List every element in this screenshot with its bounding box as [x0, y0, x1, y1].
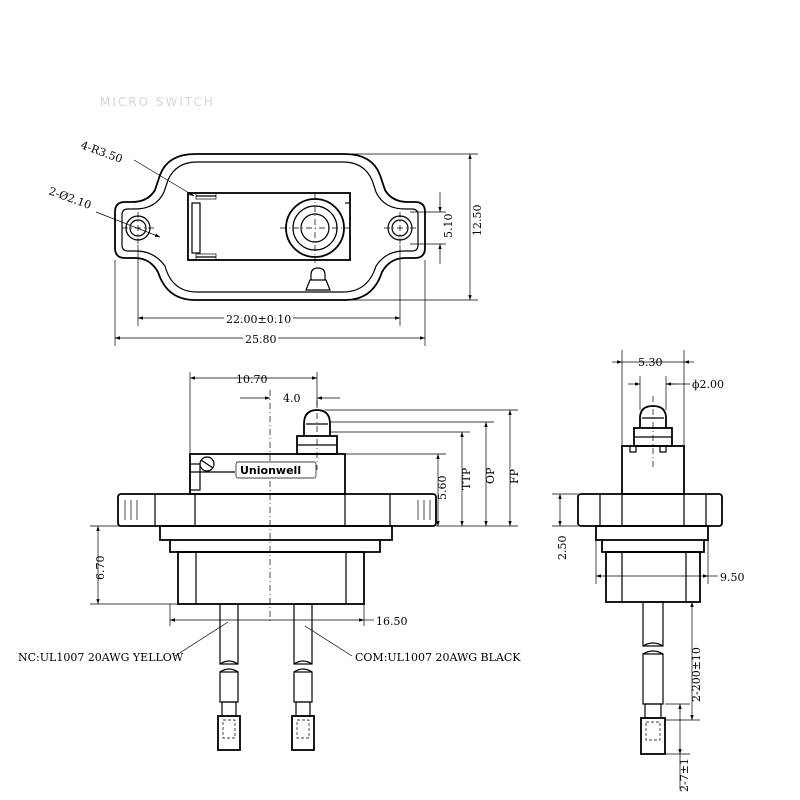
mounting-hole-right: [384, 212, 416, 244]
wire-nc: [217, 603, 241, 751]
faint-title: MICRO SWITCH: [100, 95, 215, 109]
strip-length-label: 2-7±1: [678, 758, 691, 792]
terminal-slot: [191, 202, 201, 254]
nc-wire-label: NC:UL1007 20AWG YELLOW: [18, 651, 184, 664]
op-label: OP: [484, 467, 497, 484]
corner-radius-label: 4-R3.50: [79, 139, 124, 166]
mount-spacing-dimension: 22.00±0.10: [226, 313, 291, 326]
ttp-label: TTP: [460, 467, 473, 490]
wire-length-label: 2-200±10: [690, 647, 703, 702]
brand-label: Unionwell: [240, 464, 301, 477]
mounting-hole-left: [122, 212, 154, 244]
dim-5-60: 5.60: [436, 476, 449, 501]
top-view: 4-R3.50 2-Ø2.10 12.50 5.10 22.00±0.10 25…: [47, 139, 484, 349]
dim-6-70: 6.70: [94, 556, 107, 581]
actuator-top: [280, 193, 350, 263]
top-view-inner-outline: [121, 161, 419, 293]
actuator-front: [296, 400, 338, 470]
top-view-outline: [114, 153, 426, 301]
com-wire-label: COM:UL1007 20AWG BLACK: [355, 651, 521, 664]
flange-front: [117, 493, 437, 527]
overall-width-dimension: 25.80: [245, 333, 277, 346]
front-view: Unionwell: [18, 372, 521, 751]
lock-icon: [305, 267, 331, 291]
height-dimension: 12.50: [471, 205, 484, 237]
dim-5-30: 5.30: [638, 356, 663, 369]
fp-label: FP: [508, 468, 521, 484]
dim-4-0: 4.0: [283, 392, 301, 405]
switch-body-top: [187, 192, 351, 261]
dim-16-50: 16.50: [376, 615, 408, 628]
wire-com: [291, 603, 315, 751]
dim-10-70: 10.70: [236, 373, 268, 386]
dim-2-50: 2.50: [556, 536, 569, 561]
lower-housing-front: [159, 525, 393, 605]
side-view: 5.30 ϕ2.00 2.50 9.50 2-200±10 2-7±1: [552, 350, 745, 792]
dim-phi-2-00: ϕ2.00: [692, 378, 724, 391]
hole-spacing-v-dimension: 5.10: [442, 214, 455, 239]
hole-label: 2-Ø2.10: [47, 185, 93, 212]
dim-9-50: 9.50: [720, 571, 745, 584]
